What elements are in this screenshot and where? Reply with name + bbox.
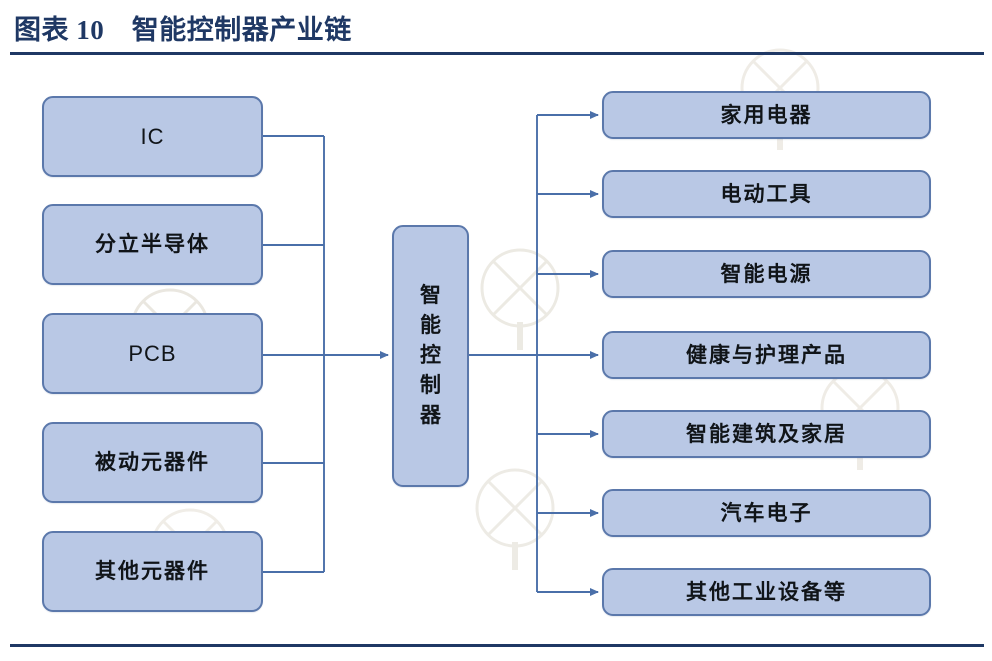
node-power-tools[interactable]: 电动工具 bbox=[602, 170, 931, 218]
node-discrete-semiconductor[interactable]: 分立半导体 bbox=[42, 204, 263, 285]
node-label: 健康与护理产品 bbox=[686, 342, 847, 367]
node-label: 汽车电子 bbox=[720, 500, 813, 525]
figure-rule-bottom bbox=[10, 644, 984, 647]
figure-title: 图表 10 智能控制器产业链 bbox=[14, 15, 352, 45]
node-ic[interactable]: IC bbox=[42, 96, 263, 177]
node-label: 家用电器 bbox=[720, 102, 813, 127]
node-label: IC bbox=[140, 123, 165, 149]
node-label: 电动工具 bbox=[720, 181, 813, 206]
node-label: 智能控制器 bbox=[420, 283, 441, 427]
node-label: 智能电源 bbox=[720, 261, 813, 286]
node-label: 智能建筑及家居 bbox=[686, 421, 847, 446]
title-rule-top bbox=[10, 52, 984, 55]
node-home-appliances[interactable]: 家用电器 bbox=[602, 91, 931, 139]
node-other-industrial-equipment[interactable]: 其他工业设备等 bbox=[602, 568, 931, 616]
node-health-care-products[interactable]: 健康与护理产品 bbox=[602, 331, 931, 379]
node-smart-building-home[interactable]: 智能建筑及家居 bbox=[602, 410, 931, 458]
node-label: 被动元器件 bbox=[95, 450, 210, 475]
node-other-components[interactable]: 其他元器件 bbox=[42, 531, 263, 612]
node-automotive-electronics[interactable]: 汽车电子 bbox=[602, 489, 931, 537]
node-label: 其他工业设备等 bbox=[686, 579, 847, 604]
node-label: 分立半导体 bbox=[95, 232, 210, 257]
node-label: PCB bbox=[128, 340, 177, 366]
node-smart-power[interactable]: 智能电源 bbox=[602, 250, 931, 298]
node-passive-components[interactable]: 被动元器件 bbox=[42, 422, 263, 503]
node-pcb[interactable]: PCB bbox=[42, 313, 263, 394]
node-smart-controller[interactable]: 智能控制器 bbox=[392, 225, 469, 487]
node-label: 其他元器件 bbox=[95, 559, 210, 584]
